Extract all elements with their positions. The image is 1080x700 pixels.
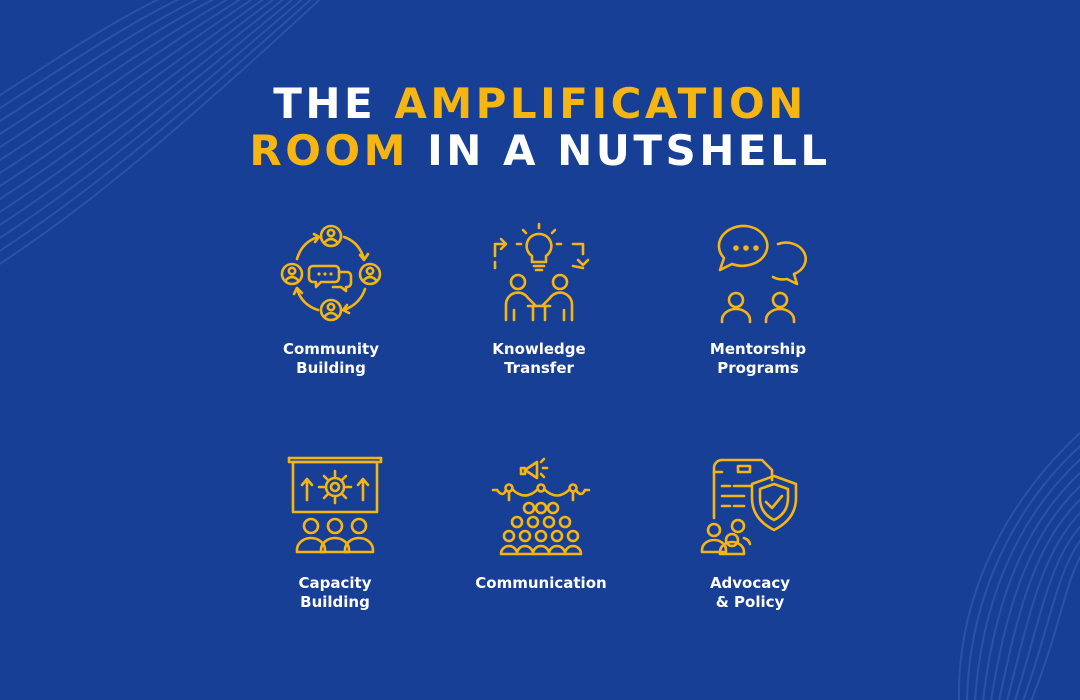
mentorship-chat-icon — [717, 224, 807, 324]
feature-label-line-2: Programs — [717, 359, 799, 377]
feature-mentorship-programs: Mentorship Programs — [663, 222, 853, 412]
feature-label: Mentorship Programs — [663, 340, 853, 378]
feature-capacity-building: Capacity Building — [240, 456, 430, 646]
headline-room: ROOM — [249, 126, 409, 175]
wave-line — [998, 498, 1080, 700]
wave-line — [990, 484, 1080, 700]
feature-label-line-1: Mentorship — [709, 340, 807, 358]
wave-line — [1022, 539, 1080, 700]
feature-label-line-2: Building — [300, 593, 370, 611]
feature-communication: Communication — [446, 456, 636, 646]
feature-label-line-1: Capacity — [298, 574, 372, 592]
knowledge-lightbulb-icon — [493, 222, 590, 322]
feature-community-building: Community Building — [236, 222, 426, 412]
headline-amplification: AMPLIFICATION — [394, 79, 807, 128]
feature-label: Community Building — [236, 340, 426, 378]
headline-in-a-nutshell: IN A NUTSHELL — [427, 126, 831, 175]
advocacy-shield-icon — [700, 458, 798, 556]
feature-label: Advocacy & Policy — [655, 574, 845, 612]
wave-line — [958, 431, 1080, 700]
feature-label: Knowledge Transfer — [444, 340, 634, 378]
community-cycle-icon — [280, 224, 382, 322]
feature-label: Capacity Building — [240, 574, 430, 612]
wave-line — [1030, 555, 1080, 700]
feature-label-line-2: Transfer — [504, 359, 574, 377]
wave-line — [982, 471, 1080, 700]
feature-label-line-1: Community — [282, 340, 380, 358]
feature-label-line-2: & Policy — [715, 593, 785, 611]
feature-label: Communication — [446, 574, 636, 593]
headline-the: THE — [273, 79, 377, 128]
wave-line — [974, 458, 1080, 700]
feature-label-line-2: Building — [296, 359, 366, 377]
capacity-presentation-icon — [287, 456, 383, 554]
feature-label-line-1: Knowledge — [492, 340, 586, 358]
feature-label-line-1: Communication — [475, 574, 607, 592]
headline-line-2: ROOM IN A NUTSHELL — [0, 127, 1080, 175]
wave-line — [1006, 511, 1080, 700]
wave-line — [1014, 525, 1080, 700]
headline-line-1: THE AMPLIFICATION — [0, 80, 1080, 128]
feature-label-line-1: Advocacy — [709, 574, 791, 592]
feature-advocacy-policy: Advocacy & Policy — [655, 456, 845, 646]
feature-knowledge-transfer: Knowledge Transfer — [444, 222, 634, 412]
wave-line — [966, 445, 1080, 700]
communication-crowd-icon — [491, 457, 591, 556]
